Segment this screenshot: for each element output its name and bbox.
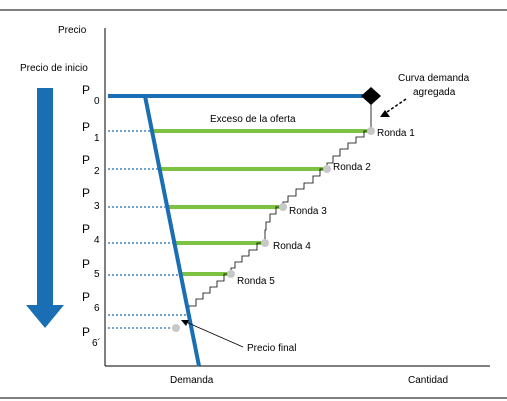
price-label-p6prime-main: P — [82, 325, 90, 339]
label-round-1: Ronda 1 — [377, 128, 415, 139]
price-label-p5-main: P — [82, 257, 90, 271]
y-axis-title: Precio — [58, 25, 87, 36]
dotted-price-guides — [108, 130, 188, 329]
price-label-p3-sub: 3 — [94, 201, 100, 212]
price-label-p6prime-sub: 6´ — [92, 337, 101, 349]
price-label-p0-main: P — [82, 83, 90, 97]
point-round-2 — [323, 165, 331, 173]
point-round-3 — [279, 203, 287, 211]
price-label-p6-main: P — [82, 290, 90, 304]
x-label-quantity: Cantidad — [408, 375, 448, 386]
price-label-p2-main: P — [82, 153, 90, 167]
descending-price-arrow — [26, 88, 64, 328]
aggregate-demand-staircase — [188, 96, 372, 315]
aggregate-label-arrow — [380, 98, 407, 117]
label-round-3: Ronda 3 — [289, 206, 327, 217]
aggregate-curve-diamond — [361, 87, 381, 105]
start-price-label: Precio de inicio — [20, 63, 88, 74]
round-points — [172, 127, 375, 332]
excess-supply-bars — [152, 129, 371, 276]
final-price-pointer — [181, 320, 244, 348]
point-round-1 — [367, 127, 375, 135]
aggregate-demand-label-line2: agregada — [413, 87, 456, 98]
price-label-p6-sub: 6 — [94, 303, 100, 314]
x-label-demand: Demanda — [170, 375, 214, 386]
price-label-p1-sub: 1 — [94, 133, 100, 144]
price-label-p0-sub: 0 — [94, 96, 100, 107]
aggregate-demand-label-line1: Curva demanda — [398, 73, 470, 84]
price-level-labels: P 0 P 1 P 2 P 3 P 4 P 5 P 6 P 6´ — [82, 83, 101, 349]
price-label-p1-main: P — [82, 120, 90, 134]
label-round-2: Ronda 2 — [333, 162, 371, 173]
point-round-5 — [227, 270, 235, 278]
demand-line — [143, 95, 201, 367]
price-label-p3-main: P — [82, 186, 90, 200]
point-round-4 — [261, 239, 269, 247]
price-label-p4-main: P — [82, 222, 90, 236]
final-price-label: Precio final — [247, 343, 296, 354]
point-final — [172, 324, 180, 332]
price-label-p2-sub: 2 — [94, 166, 100, 177]
price-label-p5-sub: 5 — [94, 269, 100, 280]
label-round-4: Ronda 4 — [273, 241, 311, 252]
price-label-p4-sub: 4 — [94, 235, 100, 246]
excess-supply-label: Exceso de la oferta — [210, 114, 296, 125]
label-round-5: Ronda 5 — [237, 276, 275, 287]
